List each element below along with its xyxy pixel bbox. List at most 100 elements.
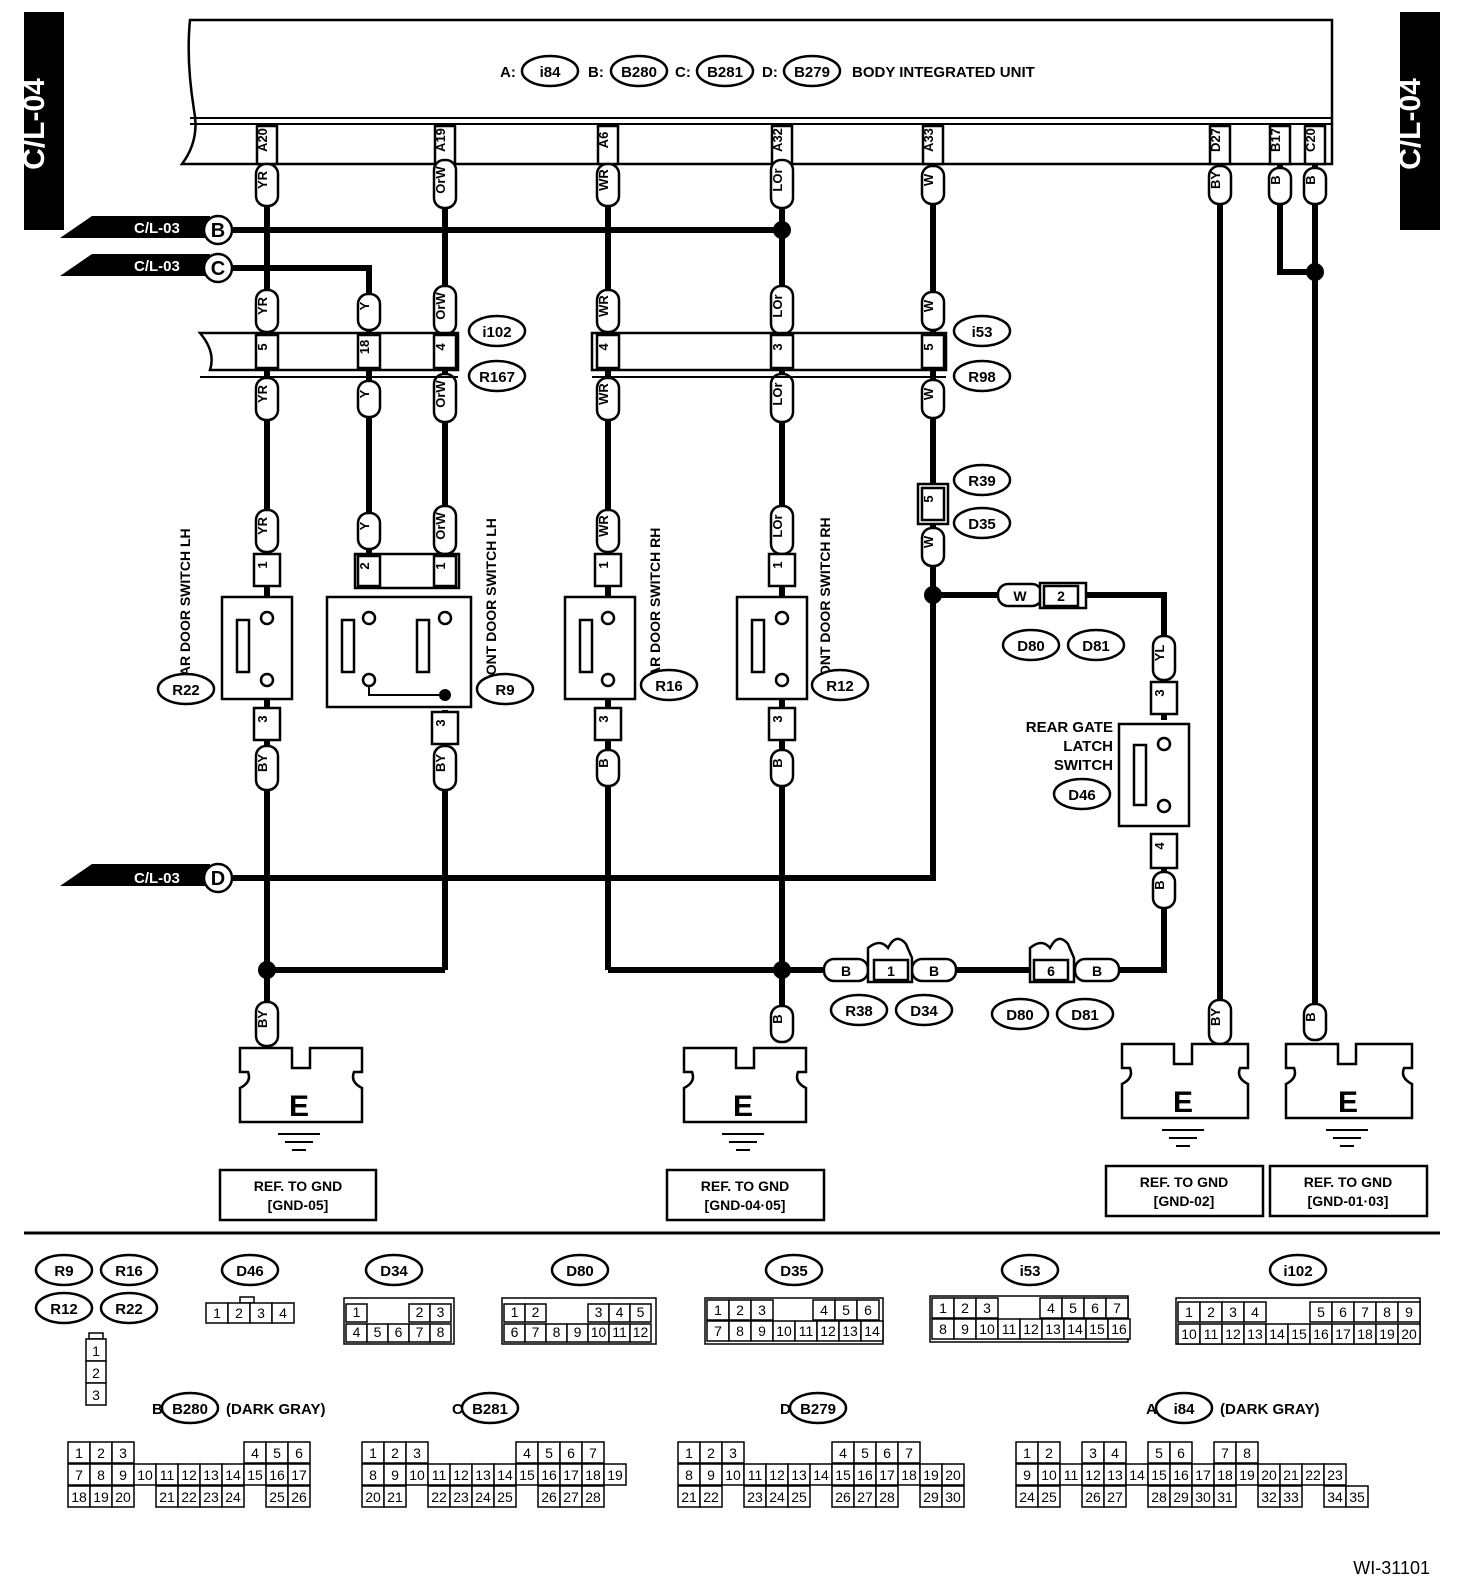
legend-pin: 7 [714,1323,722,1339]
legend-pin: 3 [983,1300,991,1316]
svg-text:C:: C: [675,64,691,81]
legend-pin: 1 [353,1304,361,1320]
svg-text:D34: D34 [910,1003,938,1020]
legend-oval-label: R12 [50,1301,78,1318]
legend-pin: 10 [1181,1326,1197,1342]
legend-pin: 8 [437,1324,445,1340]
legend-pin: 34 [1327,1489,1343,1505]
svg-text:2: 2 [357,562,372,569]
legend-pin: 8 [939,1321,947,1337]
svg-text:WR: WR [596,169,611,191]
legend-pin: 8 [685,1467,693,1483]
offpage-b: C/L-03 B [60,214,234,246]
legend-pin: 16 [857,1467,873,1483]
legend-pin: 1 [939,1300,947,1316]
legend-pin: 6 [1091,1300,1099,1316]
legend-oval-label: B280 [172,1401,208,1418]
legend-pin: 14 [497,1467,513,1483]
legend-pin: 7 [589,1445,597,1461]
svg-text:2: 2 [1057,588,1065,604]
svg-text:B: B [1303,1012,1318,1021]
legend-oval [160,1391,220,1425]
legend-pin: 11 [1002,1321,1017,1337]
svg-text:WR: WR [596,383,611,405]
legend-key [88,1332,104,1340]
svg-text:6: 6 [1047,963,1055,979]
legend-pin: 3 [437,1304,445,1320]
legend-oval [764,1253,824,1287]
svg-text:D: D [211,868,225,890]
svg-text:D81: D81 [1082,638,1110,655]
legend-pin: 8 [1243,1445,1251,1461]
svg-text:A:: A: [500,64,516,81]
legend-cell [1213,1485,1237,1508]
svg-text:1: 1 [255,561,270,568]
legend-pin: 12 [633,1324,649,1340]
label-r167 [467,359,527,393]
legend-cell [429,1303,452,1323]
svg-text:5: 5 [921,343,936,350]
svg-text:[GND-01·03]: [GND-01·03] [1308,1193,1389,1209]
legend-pin: 11 [160,1467,175,1483]
legend-pin: 7 [905,1445,913,1461]
legend-pin: 11 [612,1324,627,1340]
legend-pin: 21 [681,1489,697,1505]
legend-cell [1235,1441,1259,1464]
svg-text:REF. TO GND: REF. TO GND [1304,1174,1392,1190]
legend-pin: 26 [541,1489,557,1505]
legend-oval-label: D46 [236,1263,264,1280]
svg-text:C/L-03: C/L-03 [134,258,180,275]
connector-strip-i102: 5 18 4 i102 R167 [197,314,527,393]
legend-pin: 22 [1305,1467,1321,1483]
legend-pin: 18 [1217,1467,1233,1483]
legend-pin: 2 [961,1300,969,1316]
legend-cell [941,1485,965,1508]
legend-cell [860,1320,884,1342]
svg-text:W: W [921,535,936,548]
svg-text:i102: i102 [482,324,511,341]
legend-pin: 2 [1045,1445,1053,1461]
legend-pin: 23 [1327,1467,1343,1483]
legend-pin: 20 [1401,1326,1417,1342]
legend-pin: 23 [453,1489,469,1505]
legend-pin: 13 [842,1323,858,1339]
svg-text:1: 1 [887,963,895,979]
svg-text:R39: R39 [968,473,996,490]
svg-text:E: E [289,1090,309,1123]
svg-text:B:: B: [588,64,604,81]
legend-pin: 6 [864,1302,872,1318]
svg-text:C20: C20 [1303,128,1318,152]
legend-pin: 1 [213,1305,221,1321]
legend-pin: 20 [365,1489,381,1505]
legend-pin: 12 [1023,1321,1039,1337]
legend-pin: 1 [511,1304,519,1320]
legend-cell [383,1485,407,1508]
svg-text:B17: B17 [1268,128,1283,152]
legend-pin: 15 [519,1467,535,1483]
svg-text:1: 1 [433,562,448,569]
connector-d80-d81-upper: 2 D80 D81 [1001,581,1126,662]
svg-text:D80: D80 [1006,1007,1034,1024]
legend-pin: 11 [799,1323,814,1339]
legend-pin: 7 [416,1324,424,1340]
legend-pin: 28 [879,1489,895,1505]
legend-pin: 13 [203,1467,219,1483]
legend-pin: 24 [225,1489,241,1505]
svg-text:BY: BY [255,1010,270,1028]
legend-pin: 17 [291,1467,307,1483]
rear-door-switch-lh: 1 3 REAR DOOR SWITCH LH R22 [156,528,294,742]
legend-pin: 1 [92,1343,100,1359]
legend-cell [1397,1323,1421,1345]
svg-text:W: W [921,173,936,186]
legend-oval-label: R9 [54,1263,73,1280]
legend-cell [1037,1441,1061,1464]
svg-text:A6: A6 [596,132,611,149]
legend-oval-label: R16 [115,1263,143,1280]
svg-text:3: 3 [255,715,270,722]
legend-pin: 30 [1195,1489,1211,1505]
legend-pin: 14 [1129,1467,1145,1483]
svg-text:OrW: OrW [433,380,448,408]
legend-cell [85,1382,107,1406]
connector-r38-d34: 1 R38 D34 [829,937,954,1027]
